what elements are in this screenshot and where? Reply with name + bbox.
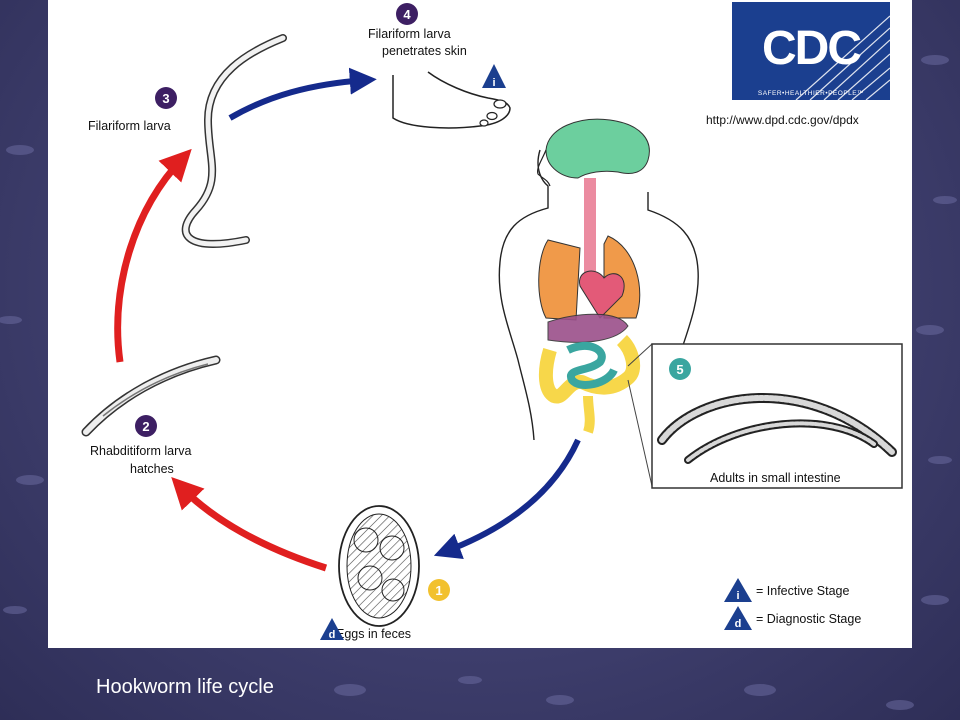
foot-illustration — [392, 71, 511, 129]
arrow-egg-to-rhabditiform — [171, 476, 328, 572]
legend-diagnostic-label: = Diagnostic Stage — [756, 612, 861, 626]
cdc-tagline: SAFER•HEALTHIER•PEOPLE™ — [758, 90, 864, 97]
stage-1-label: Eggs in feces — [336, 627, 411, 641]
arrow-adults-to-eggs — [433, 438, 581, 559]
svg-text:i: i — [736, 590, 739, 602]
stage-4-label-line1: Filariform larva — [368, 27, 451, 41]
svg-text:3: 3 — [162, 91, 169, 106]
stage-2-label-line1: Rhabditiform larva — [90, 444, 191, 458]
left-lung-shape — [538, 239, 581, 321]
brain-shape — [545, 118, 650, 179]
stage-4-label-line2: penetrates skin — [382, 44, 467, 58]
stage-2-label-line2: hatches — [130, 462, 174, 476]
svg-text:d: d — [735, 618, 742, 630]
cdc-logo: CDC SAFER•HEALTHIER•PEOPLE™ — [732, 2, 891, 101]
svg-text:i: i — [492, 77, 495, 89]
small-intestine-shape — [566, 341, 618, 389]
filariform-larva-illustration — [181, 34, 287, 248]
svg-text:1: 1 — [435, 583, 442, 598]
slide-caption: Hookworm life cycle — [96, 676, 274, 698]
stage-2-badge: 2 — [135, 415, 157, 437]
stage-3-badge: 3 — [155, 87, 177, 109]
rhabditiform-larva-illustration — [81, 355, 221, 437]
stage-3-label: Filariform larva — [88, 119, 171, 133]
legend-infective-label: = Infective Stage — [756, 584, 850, 598]
arrow-filariform-to-skin — [228, 67, 377, 121]
adult-worms-illustration — [657, 392, 897, 464]
svg-text:4: 4 — [403, 7, 411, 22]
triangle-i-icon: i — [482, 64, 506, 89]
legend-infective-icon: i — [724, 578, 752, 602]
legend: i = Infective Stage d = Diagnostic Stage — [724, 578, 861, 630]
heart-shape — [579, 270, 625, 319]
triangle-d-icon: d — [320, 618, 344, 641]
stage-5-badge: 5 — [669, 358, 691, 380]
human-body-illustration — [498, 118, 699, 487]
svg-text:5: 5 — [676, 362, 683, 377]
svg-text:d: d — [329, 629, 336, 641]
diagram-panel: 1 2 3 4 5 Eggs in feces Rhabditiform lar… — [48, 0, 912, 648]
arrow-rhabditiform-to-filariform — [114, 148, 192, 363]
life-cycle-diagram: 1 2 3 4 5 Eggs in feces Rhabditiform lar… — [81, 2, 903, 641]
source-url[interactable]: http://www.dpd.cdc.gov/dpdx — [706, 113, 859, 127]
egg-illustration — [338, 505, 420, 627]
legend-diagnostic-icon: d — [724, 606, 752, 630]
svg-text:2: 2 — [142, 419, 149, 434]
stage-4-badge: 4 — [396, 3, 418, 25]
cdc-logo-text: CDC — [762, 22, 861, 75]
stage-5-label: Adults in small intestine — [710, 471, 841, 485]
stage-1-badge: 1 — [428, 579, 450, 601]
